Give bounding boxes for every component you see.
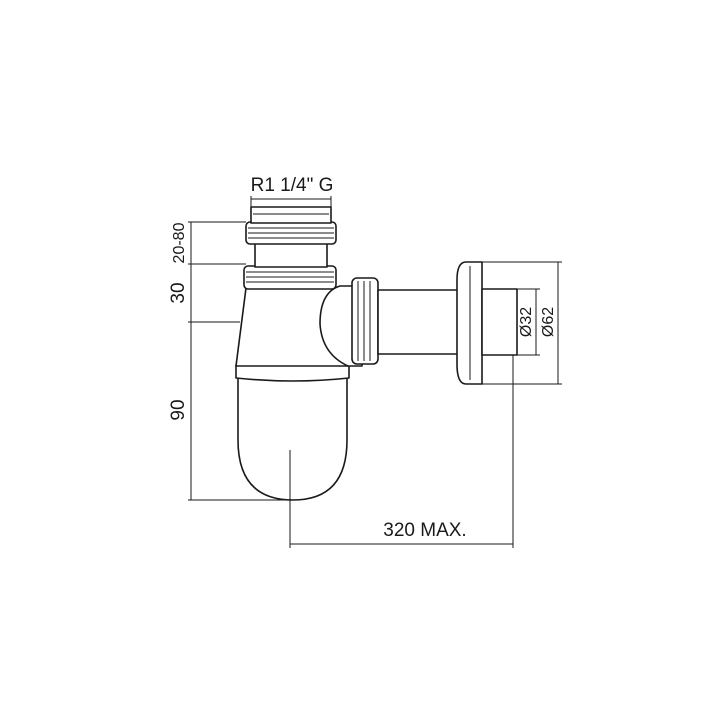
wall-sleeve [481,288,518,356]
height-mid-label: 30 [168,282,189,303]
bottle-trap [235,206,518,501]
telescopic-tube [254,242,328,268]
height-top-label: 20-80 [171,222,188,263]
bottle-cup [237,373,348,501]
pipe-diameter-label: Ø32 [518,307,535,337]
outlet-pipe [377,289,464,355]
thread-inlet [250,206,332,224]
outlet-nut [351,277,379,365]
height-bottom-label: 90 [168,399,189,420]
bottle-rim [235,364,350,382]
thread-label: R1 1/4" G [251,175,334,196]
length-label: 320 MAX. [383,520,466,541]
dimension-lines [188,196,562,548]
flange-diameter-label: Ø62 [540,307,557,337]
